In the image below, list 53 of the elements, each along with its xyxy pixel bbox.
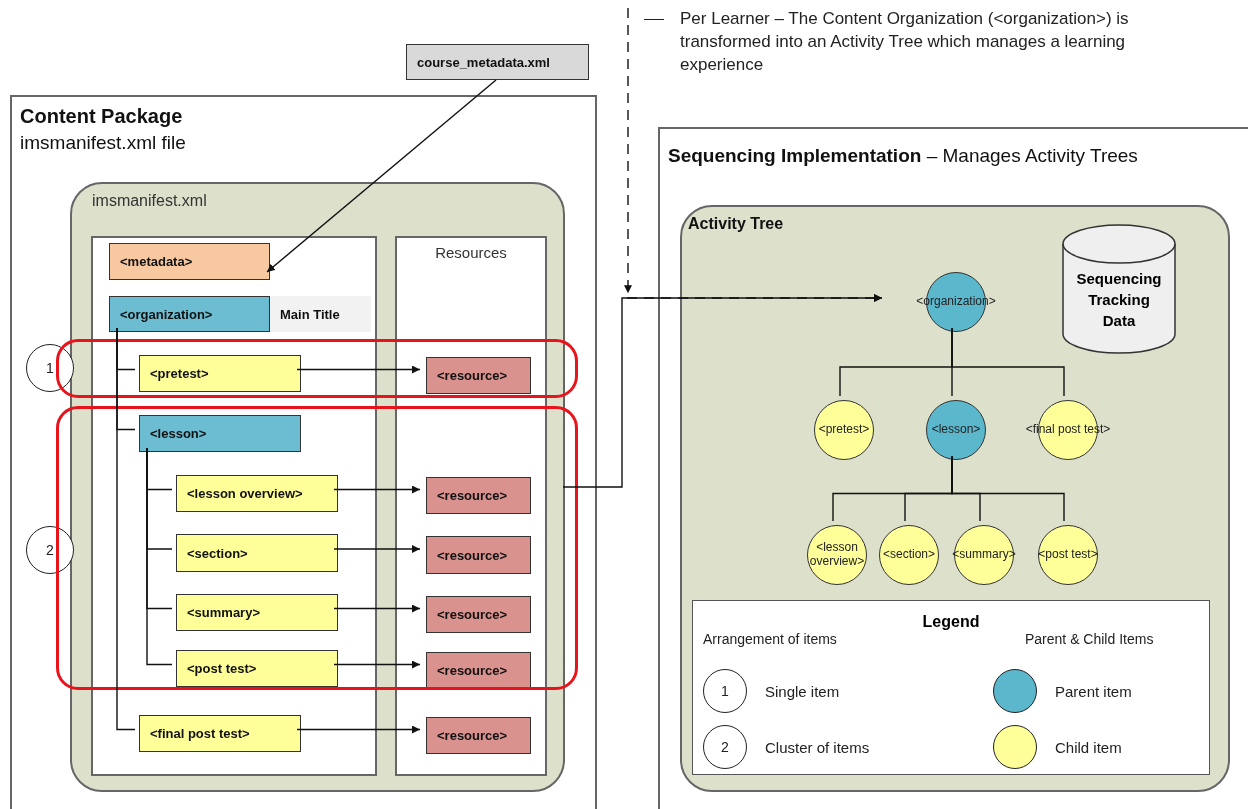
column-title: Resources <box>435 244 507 261</box>
panel <box>10 95 597 809</box>
element-box: <summary> <box>176 594 338 631</box>
legend-column-heading: Parent & Child Items <box>1025 631 1154 647</box>
column-panel <box>395 236 547 776</box>
note-text: Per Learner – The Content Organization (<organization>) is transformed into an Activity Tree which manages a learning experience <box>680 8 1130 76</box>
arrow <box>562 294 883 488</box>
legend-sample: 1 <box>703 669 747 713</box>
resource-box: <resource> <box>426 596 531 633</box>
arrow <box>266 79 497 273</box>
dashed-arrow <box>624 7 883 302</box>
circle-label: <lesson overview> <box>808 541 866 569</box>
element-box: <lesson overview> <box>176 475 338 512</box>
element-box: <pretest> <box>139 355 301 392</box>
legend-column-heading: Arrangement of items <box>703 631 837 647</box>
panel-title: imsmanifest.xml <box>92 192 207 210</box>
number-circle: 1 <box>26 344 74 392</box>
element-box: course_metadata.xml <box>406 44 589 80</box>
circle-label: <section> <box>882 548 935 562</box>
arrow <box>333 545 421 553</box>
panel-subtitle: imsmanifest.xml file <box>20 132 186 154</box>
resource-box: <resource> <box>426 536 531 574</box>
legend-label: Cluster of items <box>765 738 870 756</box>
connector-line <box>951 327 1065 397</box>
legend-label: Child item <box>1055 738 1122 756</box>
arrow <box>333 604 421 613</box>
manifest-panel <box>70 182 565 792</box>
connector-line <box>116 327 136 731</box>
legend-label: Parent item <box>1055 682 1132 700</box>
panel-title: Sequencing Implementation – Manages Activity Trees <box>668 145 1138 167</box>
panel-title: Activity Tree <box>688 215 784 233</box>
legend-label: Single item <box>765 682 840 700</box>
element-box: <lesson> <box>139 415 301 452</box>
circle-label: <lesson> <box>931 423 981 437</box>
legend-title: Legend <box>922 613 980 631</box>
legend-sample: 2 <box>703 725 747 769</box>
cylinder-label: Sequencing Tracking Data <box>1075 269 1163 331</box>
arrow <box>296 725 421 734</box>
panel-title: Content Package <box>20 105 183 128</box>
arrow <box>333 485 421 494</box>
element-box: <organization> <box>109 296 270 332</box>
element-box: <section> <box>176 534 338 572</box>
resource-box: <resource> <box>426 357 531 394</box>
resource-box: <resource> <box>426 652 531 689</box>
resource-box: <resource> <box>426 717 531 754</box>
circle-label: <pretest> <box>818 423 870 437</box>
element-box: <post test> <box>176 650 338 687</box>
title-field: Main Title <box>270 296 371 332</box>
arrow <box>296 365 421 374</box>
element-box: <final post test> <box>139 715 301 752</box>
resource-box: <resource> <box>426 477 531 514</box>
element-box: <metadata> <box>109 243 270 280</box>
arrow <box>333 660 421 669</box>
